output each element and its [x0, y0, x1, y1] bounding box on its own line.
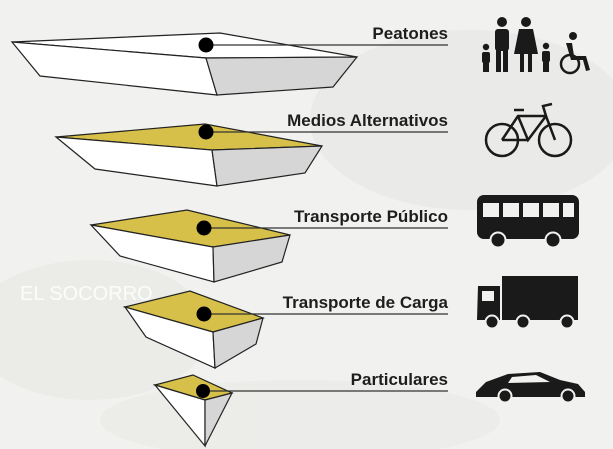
bicycle-icon	[484, 102, 573, 158]
marker-dot	[198, 124, 214, 140]
bus-icon	[477, 195, 579, 249]
pedestrians-family-icon	[482, 17, 590, 75]
slab-side-face	[211, 145, 324, 187]
level-particulares: Particulares	[152, 370, 448, 448]
slab-side-face	[212, 317, 264, 370]
marker-dot	[196, 306, 212, 322]
slab-side-face	[205, 56, 359, 96]
marker-dot	[196, 384, 210, 398]
marker-dot	[198, 37, 214, 53]
level-transporte-de-carga: Transporte de Carga	[122, 290, 449, 370]
slab-side-face	[204, 392, 234, 447]
marker-dot	[196, 220, 212, 236]
level-transporte-publico: Transporte Público	[89, 207, 448, 283]
level-medios-alternativos: Medios Alternativos	[54, 111, 448, 187]
level-label: Transporte Público	[294, 207, 448, 226]
slab-side-face	[212, 234, 291, 283]
level-label: Medios Alternativos	[287, 111, 448, 130]
truck-icon	[477, 276, 578, 330]
car-icon	[476, 372, 585, 404]
level-label: Transporte de Carga	[283, 293, 449, 312]
level-label: Particulares	[351, 370, 448, 389]
level-label: Peatones	[372, 24, 448, 43]
watermark-text: EL SOCORRO	[20, 283, 153, 305]
level-peatones: Peatones	[10, 24, 448, 96]
